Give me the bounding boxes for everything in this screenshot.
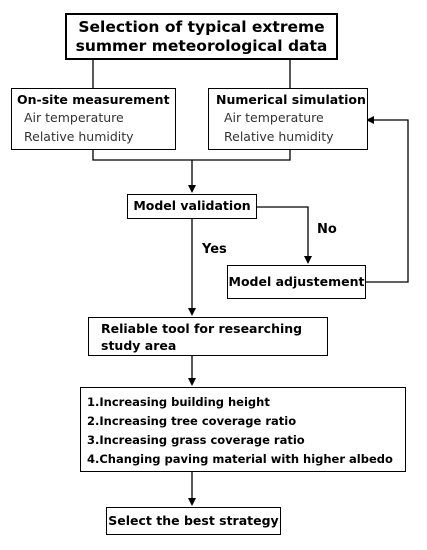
node-selection: Selection of typical extreme summer mete… — [65, 13, 338, 60]
arrow-validation-to-adjustment — [257, 206, 312, 264]
strategy-item-3: 3.Increasing grass coverage ratio — [87, 433, 305, 447]
strategy-item-4: 4.Changing paving material with higher a… — [87, 452, 393, 466]
node-reliable-line2: study area — [101, 338, 177, 353]
node-reliable-tool: Reliable tool for researching study area — [88, 317, 328, 356]
node-onsite-title: On-site measurement — [17, 92, 170, 107]
arrow-adjustment-feedback — [366, 116, 409, 283]
node-model-adjustment: Model adjustement — [227, 265, 366, 299]
strategy-item-2: 2.Increasing tree coverage ratio — [87, 414, 297, 428]
node-validation-label: Model validation — [133, 198, 251, 213]
node-numerical-simulation: Numerical simulation Air temperature Rel… — [208, 88, 368, 150]
node-selection-line2: summer meteorological data — [75, 37, 328, 55]
connector-merge — [92, 150, 291, 161]
node-reliable-line1: Reliable tool for researching — [101, 321, 303, 336]
node-onsite-item1: Air temperature — [24, 110, 124, 125]
node-numerical-item1: Air temperature — [224, 110, 324, 125]
edge-label-yes: Yes — [202, 242, 227, 257]
node-best-label: Select the best strategy — [108, 513, 279, 528]
node-onsite-measurement: On-site measurement Air temperature Rela… — [11, 88, 176, 150]
node-selection-line1: Selection of typical extreme — [78, 18, 325, 36]
node-model-validation: Model validation — [127, 194, 257, 219]
node-strategies: 1.Increasing building height 2.Increasin… — [80, 387, 406, 472]
node-adjustment-label: Model adjustement — [228, 274, 365, 289]
node-onsite-item2: Relative humidity — [24, 129, 134, 144]
node-best-strategy: Select the best strategy — [106, 507, 281, 535]
edge-label-no: No — [317, 222, 337, 237]
strategy-item-1: 1.Increasing building height — [87, 395, 270, 409]
node-numerical-item2: Relative humidity — [224, 129, 334, 144]
node-numerical-title: Numerical simulation — [216, 92, 366, 107]
